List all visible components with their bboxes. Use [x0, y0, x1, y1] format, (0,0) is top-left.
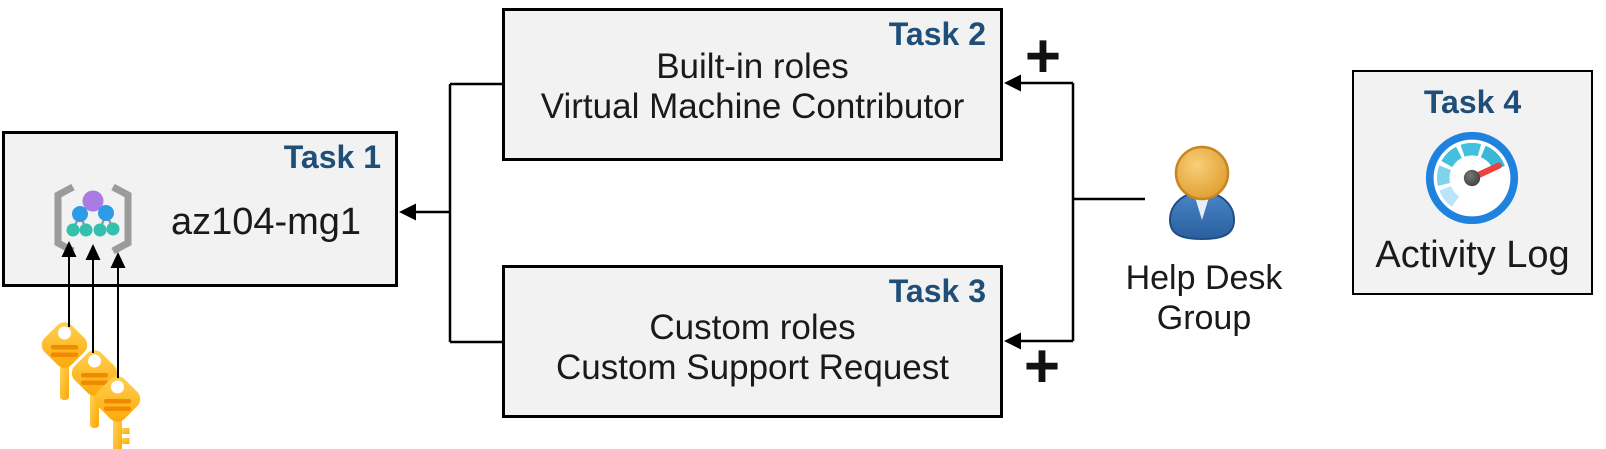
key-icon [34, 318, 96, 412]
task2-text: Built-in roles Virtual Machine Contribut… [505, 47, 1000, 127]
help-desk-group-line1: Help Desk [1125, 259, 1283, 297]
task2-text-line2: Virtual Machine Contributor [540, 87, 965, 126]
task4-box: Task 4 [1352, 70, 1593, 295]
task3-text-line2: Custom Support Request [556, 348, 949, 387]
plus-icon: + [1023, 332, 1061, 401]
task2-box: Task 2 Built-in roles Virtual Machine Co… [502, 8, 1003, 161]
task2-label: Task 2 [888, 16, 986, 52]
task3-box: Task 3 Custom roles Custom Support Reque… [502, 265, 1003, 418]
task1-label: Task 1 [283, 139, 381, 175]
arrowhead-into-task1 [399, 203, 416, 221]
help-desk-group-line2: Group [1156, 299, 1252, 337]
task2-text-line1: Built-in roles [656, 47, 849, 86]
task3-text: Custom roles Custom Support Request [505, 308, 1000, 388]
user-icon [1158, 142, 1246, 250]
task1-box: Task 1 [2, 131, 398, 287]
task3-text-line1: Custom roles [649, 308, 856, 347]
task4-label: Task 4 [1423, 84, 1522, 120]
plus-icon: + [1024, 22, 1062, 91]
activity-log-gauge-icon [1424, 130, 1520, 226]
task3-label: Task 3 [888, 273, 986, 309]
task4-caption: Activity Log [1375, 234, 1570, 276]
management-group-name: az104-mg1 [170, 201, 362, 243]
key-icon [87, 372, 149, 449]
help-desk-group-label: Help Desk Group [1101, 258, 1307, 338]
connector-tasks23-to-task1 [413, 82, 502, 344]
management-group-icon [53, 183, 133, 255]
